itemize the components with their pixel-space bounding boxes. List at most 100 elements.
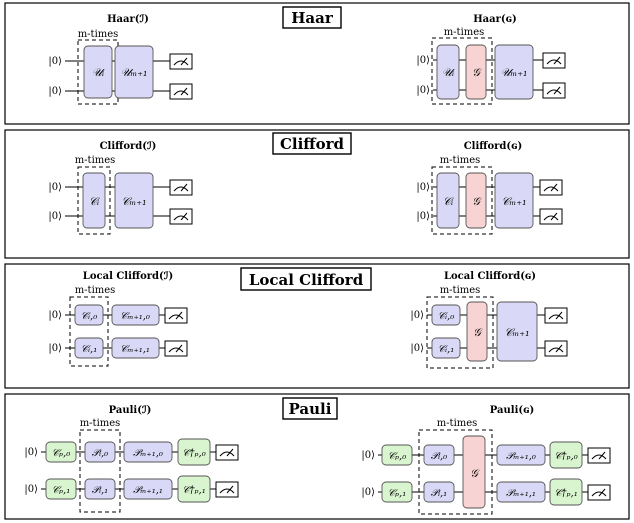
local-clifford-right-mtimes: m-times <box>440 285 481 296</box>
pauli-left-ket-0: |0⟩ <box>24 447 38 458</box>
pauli-right-gate-cpd1 <box>549 478 583 506</box>
pauli-right-gate-pm11 <box>496 481 546 503</box>
pauli-left-gate-pm10 <box>123 441 173 463</box>
clifford-left-gate-ci-label: 𝒞ᵢ <box>89 195 100 208</box>
local-clifford-left-gate-ci0 <box>74 304 104 326</box>
haar-right-gate-um1-label: 𝒰ₘ₊₁ <box>501 66 528 79</box>
local-clifford-left-label: Local Clifford(ℐ) <box>83 271 173 282</box>
haar-right-ket-0: |0⟩ <box>416 55 430 66</box>
pauli-left-gate-pi0 <box>84 441 116 463</box>
clifford-left-mtimes-box <box>77 166 111 235</box>
haar-left-gate-ui <box>83 45 113 99</box>
local-clifford-left-gate-cm10 <box>111 304 160 326</box>
pauli-left-gate-pm10-label: 𝒫ₘ₊₁,₀ <box>133 448 163 459</box>
clifford-left-meter-1-icon <box>169 208 193 225</box>
panel-clifford: Clifford Clifford(ℐ) m-times |0⟩ |0⟩ 𝒞ᵢ … <box>4 129 630 259</box>
pauli-left-gate-cp1 <box>45 478 77 500</box>
pauli-right-gate-cpd0-label: 𝒞†ₚ,₀ <box>554 451 577 462</box>
pauli-right-gate-cp0-label: 𝒞ₚ,₀ <box>388 451 406 462</box>
haar-left-meter-0-icon <box>169 53 193 70</box>
panel-haar-title: Haar <box>291 9 334 27</box>
pauli-right-gate-cp1-label: 𝒞ₚ,₁ <box>388 488 406 499</box>
clifford-right-label: Clifford(ɢ) <box>464 141 523 152</box>
pauli-right-gate-pi0 <box>423 444 455 466</box>
clifford-right-mtimes: m-times <box>440 155 481 166</box>
haar-left-gate-um1-label: 𝒰ₘ₊₁ <box>121 66 148 79</box>
pauli-right-gate-pm10 <box>496 444 546 466</box>
panel-pauli: Pauli Pauli(ℐ) m-times |0⟩ |0⟩ 𝒞ₚ,₀ 𝒞ₚ,₁… <box>4 393 630 520</box>
local-clifford-left-gate-ci1-label: 𝒞ᵢ,₁ <box>81 344 98 355</box>
clifford-left-ket-0: |0⟩ <box>48 182 62 193</box>
pauli-left-gate-cpd0-label: 𝒞†ₚ,₀ <box>182 448 205 459</box>
haar-left-mtimes: m-times <box>78 29 119 40</box>
local-clifford-left-meter-1-icon <box>164 340 188 357</box>
local-clifford-right-gate-g <box>466 301 488 362</box>
haar-right-gate-ui-label: 𝒰ᵢ <box>442 66 455 79</box>
haar-right-label: Haar(ɢ) <box>473 14 517 25</box>
clifford-right-gate-cm1 <box>494 172 534 229</box>
pauli-left-gate-cp0-label: 𝒞ₚ,₀ <box>52 448 70 459</box>
pauli-right-meter-0-icon <box>587 447 611 464</box>
clifford-right-gate-ci <box>436 172 460 229</box>
pauli-left-gate-cpd1 <box>177 475 211 503</box>
pauli-right-ket-0: |0⟩ <box>361 450 375 461</box>
panel-local-clifford-title-box <box>240 267 372 291</box>
local-clifford-left-ket-0: |0⟩ <box>48 310 62 321</box>
haar-left-label: Haar(ℐ) <box>107 14 149 25</box>
local-clifford-right-label: Local Clifford(ɢ) <box>444 271 536 282</box>
local-clifford-right-gate-ci1 <box>431 337 461 359</box>
clifford-right-mtimes-box <box>431 166 493 235</box>
haar-right-gate-ui <box>436 44 460 100</box>
pauli-right-ket-1: |0⟩ <box>361 487 375 498</box>
panel-pauli-title: Pauli <box>289 400 332 418</box>
haar-left-ket-1: |0⟩ <box>48 86 62 97</box>
pauli-left-gate-pi1-label: 𝒫ᵢ,₁ <box>92 485 108 496</box>
pauli-right-mtimes: m-times <box>437 418 478 429</box>
panel-clifford-title: Clifford <box>280 135 345 153</box>
pauli-left-gate-pi0-label: 𝒫ᵢ,₀ <box>92 448 108 459</box>
panel-pauli-title-box <box>282 397 338 420</box>
pauli-right-gate-cpd0 <box>549 441 583 469</box>
haar-right-gate-g <box>465 44 487 100</box>
pauli-right-gate-pm10-label: 𝒫ₘ₊₁,₀ <box>506 451 536 462</box>
haar-left-gate-ui-label: 𝒰ᵢ <box>92 66 105 79</box>
clifford-left-gate-ci <box>82 172 106 229</box>
local-clifford-right-ket-1: |0⟩ <box>410 343 424 354</box>
pauli-right-gate-pi1 <box>423 481 455 503</box>
panel-haar-title-box <box>282 6 342 29</box>
pauli-right-gate-pi1-label: 𝒫ᵢ,₁ <box>431 488 447 499</box>
pauli-right-gate-cp0 <box>381 444 413 466</box>
local-clifford-right-meter-0-icon <box>544 307 568 324</box>
pauli-right-gate-cpd1-label: 𝒞†ₚ,₁ <box>554 488 577 499</box>
clifford-left-meter-0-icon <box>169 179 193 196</box>
local-clifford-right-gate-ci0 <box>431 304 461 326</box>
pauli-left-ket-1: |0⟩ <box>24 484 38 495</box>
pauli-right-meter-1-icon <box>587 484 611 501</box>
local-clifford-left-meter-0-icon <box>164 307 188 324</box>
panel-clifford-title-box <box>272 132 352 155</box>
local-clifford-right-mtimes-box <box>426 296 494 369</box>
local-clifford-right-gate-cm1-label: 𝒞ₘ₊₁ <box>505 326 530 339</box>
clifford-right-gate-g <box>465 172 487 229</box>
local-clifford-right-gate-ci1-label: 𝒞ᵢ,₁ <box>438 344 455 355</box>
haar-right-ket-1: |0⟩ <box>416 85 430 96</box>
clifford-left-ket-1: |0⟩ <box>48 211 62 222</box>
pauli-left-gate-pi1 <box>84 478 116 500</box>
pauli-right-gate-pm11-label: 𝒫ₘ₊₁,₁ <box>506 488 536 499</box>
local-clifford-right-gate-g-label: 𝒢 <box>473 326 483 339</box>
pauli-left-label: Pauli(ℐ) <box>109 405 152 416</box>
local-clifford-right-meter-1-icon <box>544 340 568 357</box>
pauli-left-mtimes-box <box>79 429 121 513</box>
clifford-right-ket-1: |0⟩ <box>416 211 430 222</box>
haar-right-gate-g-label: 𝒢 <box>472 66 482 79</box>
clifford-left-mtimes: m-times <box>75 155 116 166</box>
haar-right-mtimes: m-times <box>444 27 485 38</box>
local-clifford-left-gate-cm11 <box>111 337 160 359</box>
pauli-left-meter-1-icon <box>215 481 239 498</box>
clifford-right-meter-0-icon <box>539 179 563 196</box>
pauli-right-mtimes-box <box>418 429 493 515</box>
haar-right-gate-um1 <box>494 44 534 100</box>
local-clifford-left-ket-1: |0⟩ <box>48 343 62 354</box>
local-clifford-right-gate-cm1 <box>496 301 538 362</box>
